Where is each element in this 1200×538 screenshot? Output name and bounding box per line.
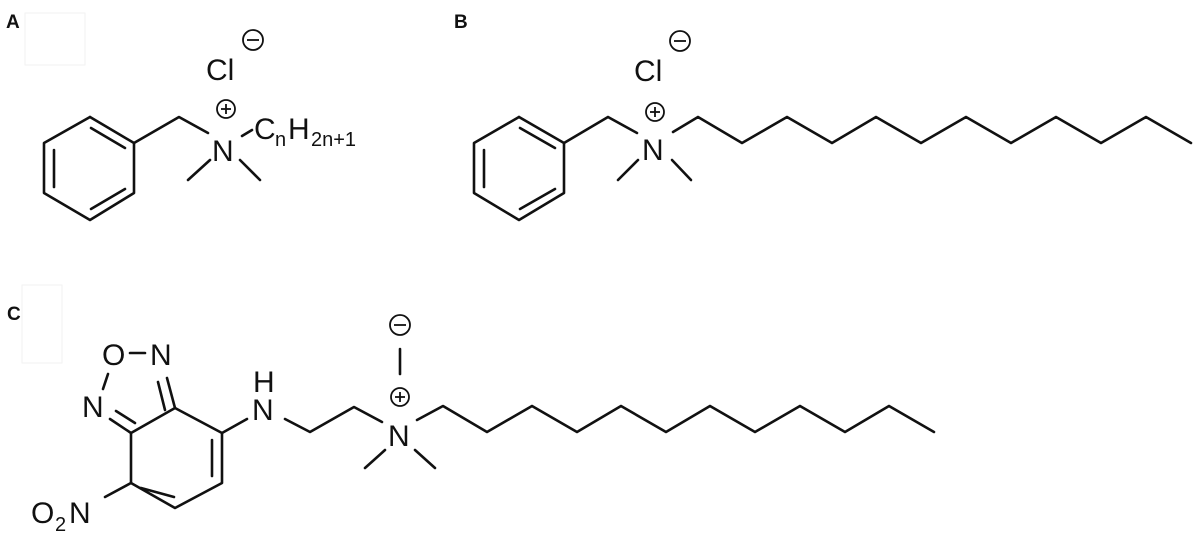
chloride-ion: Cl — [206, 54, 234, 87]
quaternary-nitrogen: N — [388, 420, 410, 453]
methyl-bond — [238, 158, 262, 182]
amine-hydrogen: H — [253, 366, 275, 399]
panel-b: B N Cl — [454, 12, 1193, 222]
alkyl-carbon: C — [254, 113, 276, 146]
panel-a-frame — [24, 12, 86, 66]
benzene-ring — [472, 115, 566, 222]
methyl-bond — [413, 448, 437, 470]
ethyl-linker — [283, 405, 384, 434]
nitrogen-atom: N — [82, 391, 104, 424]
benzoxadiazole-ring — [101, 351, 224, 510]
alkyl-bond — [240, 128, 254, 138]
dodecyl-chain — [415, 404, 936, 434]
panel-c-label: C — [7, 304, 21, 325]
methyl-bond — [670, 158, 693, 182]
oxygen-atom: O — [102, 339, 125, 372]
nitro-subscript: 2 — [55, 514, 66, 536]
chloride-ion: Cl — [634, 55, 662, 88]
negative-charge-icon — [242, 29, 264, 51]
benzyl-bond — [132, 115, 210, 145]
benzene-ring — [42, 115, 136, 222]
methyl-bond — [616, 158, 640, 182]
amine-nitrogen: N — [252, 394, 274, 427]
panel-a: A N C n H 2n+1 Cl — [6, 12, 356, 222]
panel-c-frame — [21, 284, 63, 364]
panel-a-label: A — [6, 12, 20, 33]
positive-charge-icon — [645, 102, 665, 122]
methyl-bond — [363, 448, 387, 470]
negative-charge-icon — [669, 30, 691, 52]
nitrogen-atom: N — [212, 135, 234, 168]
methyl-bond — [186, 158, 212, 182]
amine-bond — [220, 417, 249, 435]
alkyl-subscript-n: n — [275, 129, 286, 151]
negative-charge-icon — [389, 314, 411, 336]
alkyl-subscript-2n1: 2n+1 — [311, 129, 356, 151]
positive-charge-icon — [216, 99, 236, 119]
nitro-bond — [103, 481, 133, 499]
alkyl-hydrogen: H — [288, 113, 310, 146]
panel-c: C O N N O 2 N H N N — [7, 284, 936, 536]
benzyl-bond — [562, 115, 639, 145]
nitrogen-atom: N — [150, 339, 172, 372]
nitrogen-atom: N — [642, 134, 664, 167]
dodecyl-chain — [671, 115, 1193, 145]
positive-charge-icon — [390, 387, 410, 407]
panel-b-label: B — [454, 12, 468, 33]
nitro-oxygen: O — [31, 497, 54, 530]
nitro-nitrogen: N — [69, 497, 91, 530]
